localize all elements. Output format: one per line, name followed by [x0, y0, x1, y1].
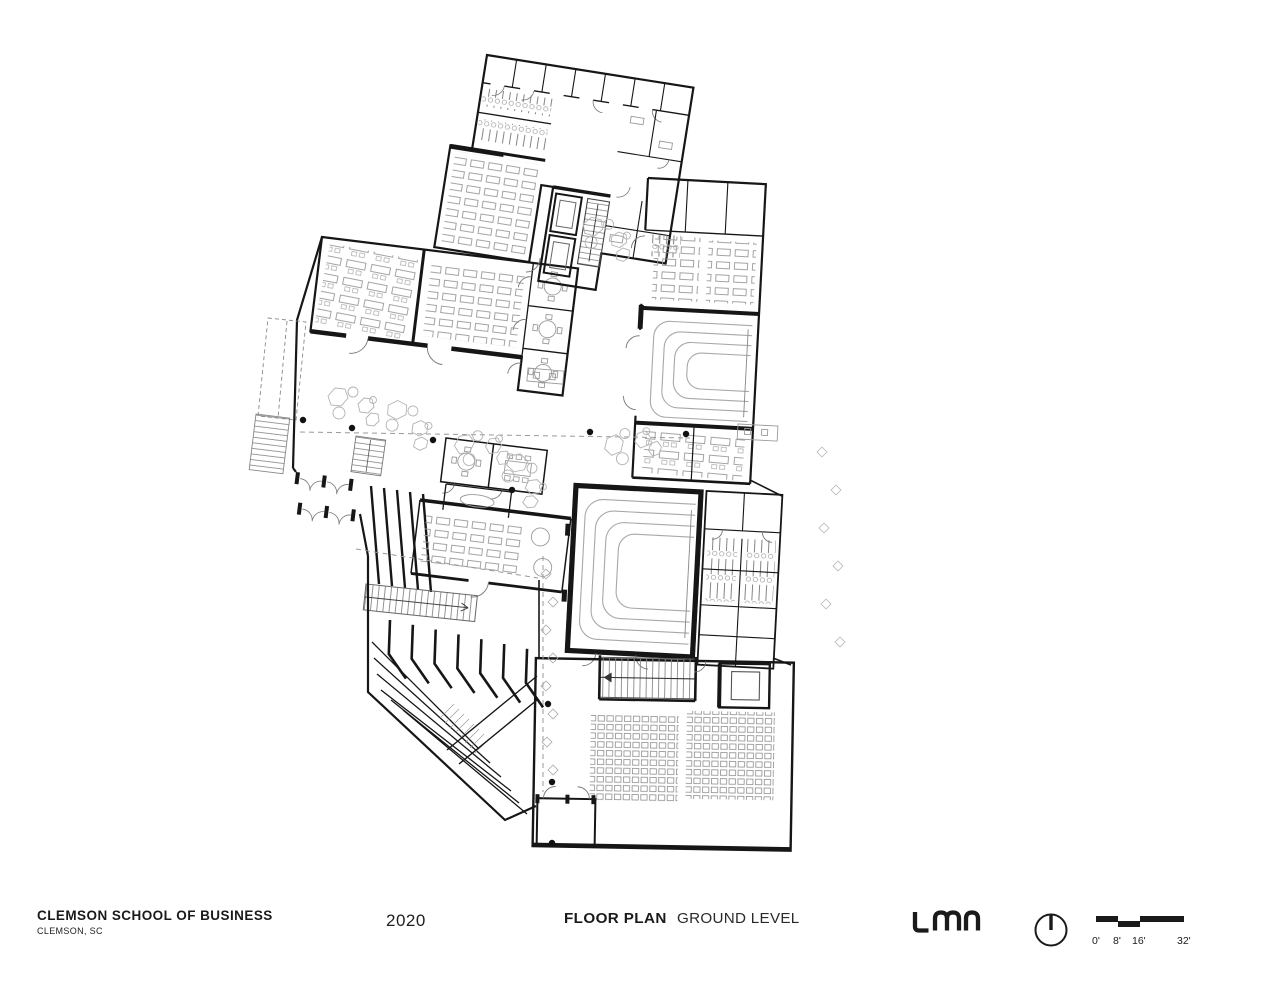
- scale-label-0: 0': [1092, 935, 1100, 947]
- terrace-stair: [248, 413, 291, 475]
- chevron-tiers: [387, 619, 545, 709]
- project-year: 2020: [386, 911, 426, 930]
- lmn-logo: [912, 910, 981, 933]
- east-wing: [623, 176, 767, 486]
- entry-vestibule-west: [294, 472, 356, 525]
- elevator-shaft: [549, 192, 584, 237]
- hall-a-wall: [641, 305, 760, 316]
- elevator-shaft: [717, 662, 772, 710]
- terrace-outline: [257, 317, 307, 421]
- title-block: CLEMSON SCHOOL OF BUSINESS CLEMSON, SC: [37, 908, 273, 936]
- tier-walls: [369, 485, 433, 593]
- scale-bar: 0' 8' 16' 32': [1092, 910, 1202, 952]
- wedge-boundary: [366, 556, 537, 822]
- lecture-hall-b-block: [561, 482, 784, 670]
- exterior-seating: [816, 446, 846, 648]
- west-wing: [309, 235, 580, 397]
- seat-grid: [589, 713, 679, 803]
- bench: [526, 367, 565, 385]
- scale-label-32: 32': [1177, 935, 1191, 947]
- drawing-title-main: FLOOR PLAN: [564, 910, 667, 927]
- seat-grid: [685, 710, 775, 801]
- drawing-title: FLOOR PLAN GROUND LEVEL: [564, 910, 800, 927]
- entry-vestibule-south: [535, 797, 597, 848]
- amphitheater-rows: [371, 641, 528, 815]
- event-hall: [531, 655, 796, 852]
- north-wing: [433, 53, 695, 292]
- lecture-hall-a-seating: [649, 320, 753, 423]
- project-location: CLEMSON, SC: [37, 926, 103, 936]
- project-title: CLEMSON SCHOOL OF BUSINESS: [37, 908, 273, 923]
- north-arrow-icon: [1034, 913, 1068, 947]
- scale-label-16: 16': [1132, 935, 1146, 947]
- flat-classroom: [410, 498, 572, 598]
- wide-stair: [362, 583, 478, 623]
- scale-bar-graphic: [1096, 916, 1184, 927]
- learning-stair-wedge: [350, 435, 545, 822]
- west-facade: [291, 236, 370, 557]
- drawing-title-sub: GROUND LEVEL: [676, 910, 800, 927]
- scale-label-8: 8': [1113, 935, 1121, 947]
- bench: [736, 423, 779, 442]
- restroom-block: [696, 489, 784, 670]
- corridor-seating: [540, 568, 559, 776]
- elevator-shaft: [542, 233, 577, 278]
- stair: [350, 435, 387, 477]
- lecture-hall-b-seating: [579, 498, 696, 645]
- lobby: [248, 214, 846, 847]
- columns: [299, 416, 690, 847]
